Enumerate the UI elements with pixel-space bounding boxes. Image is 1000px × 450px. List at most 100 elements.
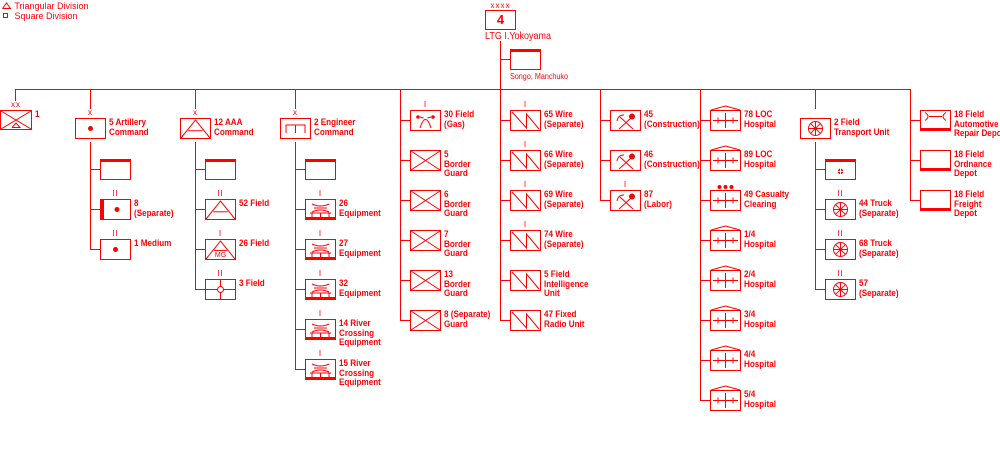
wheel-icon [833, 242, 848, 257]
gas-border-unit-box[interactable] [410, 230, 441, 251]
engineer-command-box[interactable] [280, 118, 311, 139]
artillery-unit-box[interactable] [100, 199, 131, 220]
medical-unit-box[interactable] [710, 305, 741, 331]
commander-label: LTG I.Yokoyama [485, 31, 552, 42]
unit-label: Transport Unit [834, 126, 890, 137]
unit-label: (Gas) [444, 118, 465, 129]
connector-line [500, 200, 510, 201]
signal-unit-box[interactable] [510, 230, 541, 251]
aaa-unit-box[interactable] [205, 159, 236, 180]
unit-label: Hospital [744, 398, 776, 409]
connector-line [700, 400, 710, 401]
unit-label: 3/4 [744, 309, 756, 319]
depots-unit-box[interactable] [920, 150, 951, 171]
artillery-icon [114, 207, 120, 212]
transport-command-box[interactable] [800, 118, 831, 139]
division-box[interactable] [0, 110, 32, 130]
gas-border-unit-box[interactable] [410, 310, 441, 331]
engineer-unit-box[interactable] [305, 279, 336, 300]
connector-line [295, 289, 305, 290]
legend-label: Square Division [14, 11, 78, 21]
engineer-unit-box[interactable] [305, 239, 336, 260]
aaa-command-box[interactable] [180, 118, 211, 139]
army-hq-box[interactable]: 4 [485, 10, 516, 30]
engineer-unit-box[interactable] [305, 159, 336, 180]
empty-icon [921, 151, 950, 168]
aaa-unit-box[interactable]: MG [205, 239, 236, 260]
bridge-icon [310, 243, 331, 257]
medical-unit-box[interactable] [710, 105, 741, 131]
medical-unit-box[interactable] [710, 345, 741, 371]
connector-line [815, 249, 825, 250]
engineer-unit-box[interactable] [305, 199, 336, 220]
hospital-icon [710, 305, 741, 328]
signal-unit-box[interactable] [510, 190, 541, 211]
unit-label: Equipment [339, 377, 381, 387]
echelon-marker: I [523, 100, 528, 109]
construction-unit-box[interactable] [610, 190, 641, 211]
unit-label: Hospital [744, 158, 776, 169]
gas-border-unit-box[interactable] [410, 270, 441, 291]
unit-label: 8 [134, 198, 139, 208]
gas-border-unit-box[interactable] [410, 190, 441, 211]
artillery-unit-box[interactable] [100, 159, 131, 180]
medical-unit-box[interactable] [710, 265, 741, 291]
engineer-unit-box[interactable] [305, 319, 336, 340]
unit-label: Radio Unit [544, 318, 585, 329]
medical-unit-box[interactable] [710, 385, 741, 411]
unit-label: 3 Field [239, 278, 265, 288]
unit-label: Guard [444, 208, 468, 218]
unit-label: 26 [339, 198, 349, 208]
unit-label: Crossing [339, 327, 375, 338]
engineer-unit-box[interactable] [305, 359, 336, 380]
unit-label: 18 Field [954, 149, 985, 159]
unit-label: Unit [544, 288, 560, 298]
artillery-command-box[interactable] [75, 118, 106, 139]
unit-label: (Separate) [859, 207, 899, 218]
connector-line [90, 89, 91, 109]
unit-label: 5 Artillery [109, 117, 147, 127]
transport-unit-box[interactable] [825, 279, 856, 300]
unit-label: 74 Wire [544, 229, 573, 239]
songo-hq-box[interactable] [510, 49, 541, 70]
connector-line [295, 142, 296, 370]
transport-unit-box[interactable] [825, 159, 856, 180]
connector-line [90, 249, 100, 250]
transport-unit-box[interactable] [825, 239, 856, 260]
artillery-icon [113, 247, 118, 252]
connector-line [90, 169, 100, 170]
wire-icon [511, 271, 540, 290]
connector-line [600, 89, 601, 201]
unit-label: 2 Field [834, 117, 860, 127]
construction-unit-box[interactable] [610, 150, 641, 171]
unit-label: Equipment [339, 337, 381, 347]
medical-unit-box[interactable] [710, 145, 741, 171]
aaa-unit-box[interactable] [205, 279, 236, 300]
gas-border-unit-box[interactable] [410, 150, 441, 171]
unit-label: 46 [644, 149, 654, 159]
signal-unit-box[interactable] [510, 150, 541, 171]
signal-unit-box[interactable] [510, 310, 541, 331]
unit-label: (Separate) [544, 198, 584, 209]
clearing-icon [713, 185, 738, 208]
depots-unit-box[interactable] [920, 110, 951, 131]
medical-unit-box[interactable] [710, 225, 741, 251]
unit-label: Hospital [744, 278, 776, 289]
connector-line [195, 89, 196, 109]
depots-unit-box[interactable] [920, 190, 951, 211]
wire-icon [511, 111, 540, 130]
unit-label: Depot [954, 208, 977, 218]
signal-unit-box[interactable] [510, 270, 541, 291]
transport-unit-box[interactable] [825, 199, 856, 220]
aaa-unit-box[interactable] [205, 199, 236, 220]
gas-border-unit-box[interactable] [410, 110, 441, 131]
signal-unit-box[interactable] [510, 110, 541, 131]
connector-line [295, 369, 305, 370]
bridge-icon [310, 363, 331, 377]
unit-label: 2/4 [744, 269, 756, 279]
artillery-unit-box[interactable] [100, 239, 131, 260]
unit-label: Clearing [744, 198, 777, 209]
medical-unit-box[interactable] [710, 185, 741, 211]
unit-label: 68 Truck [859, 238, 892, 248]
construction-unit-box[interactable] [610, 110, 641, 131]
